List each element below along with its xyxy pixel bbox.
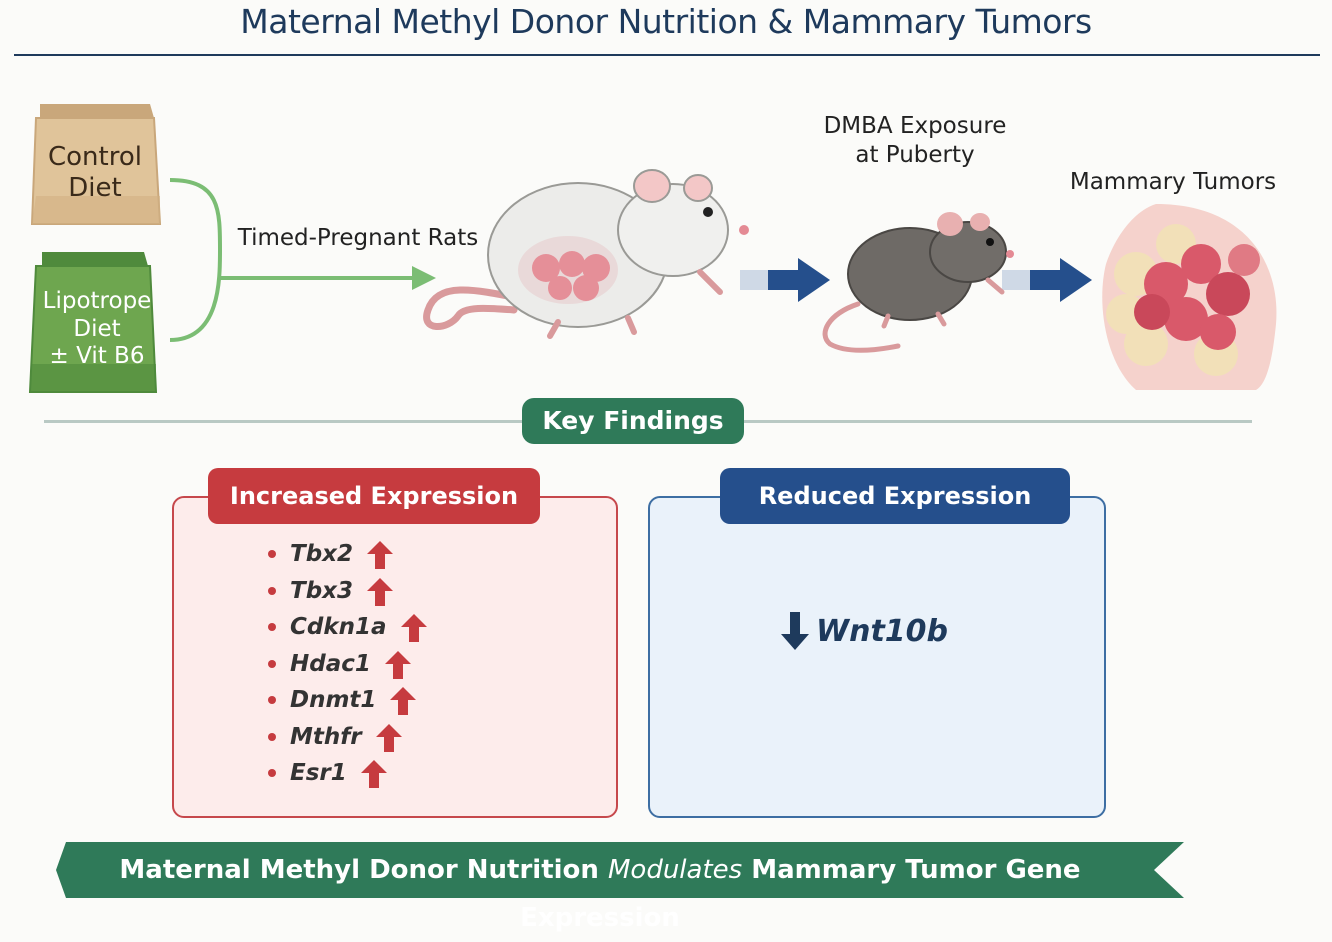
bullet-icon [268, 550, 276, 559]
summary-banner [56, 842, 1184, 898]
reduced-header: Reduced Expression [720, 468, 1070, 524]
tumors-label: Mammary Tumors [1069, 169, 1277, 195]
mammary-tumor-icon [1102, 204, 1277, 390]
increased-header: Increased Expression [208, 468, 540, 524]
diet-bags [28, 104, 162, 393]
down-arrow-icon [781, 612, 809, 650]
list-item: Tbx3 [268, 573, 427, 610]
key-findings-badge: Key Findings [522, 398, 744, 444]
reduced-panel [648, 496, 1106, 818]
dmba-label: DMBA Exposure at Puberty [823, 113, 1007, 168]
flow-arrow-icon [1002, 258, 1092, 302]
list-item: Cdkn1a [268, 609, 427, 646]
bullet-icon [268, 659, 276, 668]
up-arrow-icon [384, 650, 411, 679]
pubertal-rat-icon [822, 212, 1014, 353]
title-divider [14, 54, 1320, 56]
bullet-icon [268, 623, 276, 632]
up-arrow-icon [400, 614, 427, 643]
list-item: Mthfr [268, 719, 427, 756]
bullet-icon [268, 696, 276, 705]
lipotrope-diet-label: Lipotrope Diet ± Vit B6 [42, 288, 152, 370]
bullet-icon [268, 586, 276, 595]
up-arrow-icon [360, 760, 387, 789]
pregnant-rat-icon [423, 169, 749, 339]
bullet-icon [268, 769, 276, 778]
control-diet-bag-icon [30, 104, 162, 225]
control-diet-label: Control Diet [48, 142, 142, 204]
list-item: Hdac1 [268, 646, 427, 683]
lipotrope-diet-bag-icon [28, 252, 158, 393]
flow-arrow-icon [740, 258, 830, 302]
timed-pregnant-label: Timed-Pregnant Rats [237, 225, 479, 251]
up-arrow-icon [367, 577, 393, 606]
list-item: Tbx2 [268, 536, 427, 573]
diet-to-rats-arrow [169, 178, 436, 342]
list-item: Dnmt1 [268, 682, 427, 719]
summary-text: Maternal Methyl Donor Nutrition Modulate… [119, 855, 1081, 933]
increased-gene-list: Tbx2 Tbx3 Cdkn1a Hdac1 Dnmt1 Mthfr Esr1 [268, 536, 427, 792]
up-arrow-icon [375, 723, 402, 752]
up-arrow-icon [390, 687, 417, 716]
bullet-icon [268, 732, 276, 741]
page-title: Maternal Methyl Donor Nutrition & Mammar… [240, 2, 1092, 41]
reduced-gene-item: Wnt10b [780, 612, 948, 650]
up-arrow-icon [367, 541, 393, 570]
list-item: Esr1 [268, 755, 427, 792]
